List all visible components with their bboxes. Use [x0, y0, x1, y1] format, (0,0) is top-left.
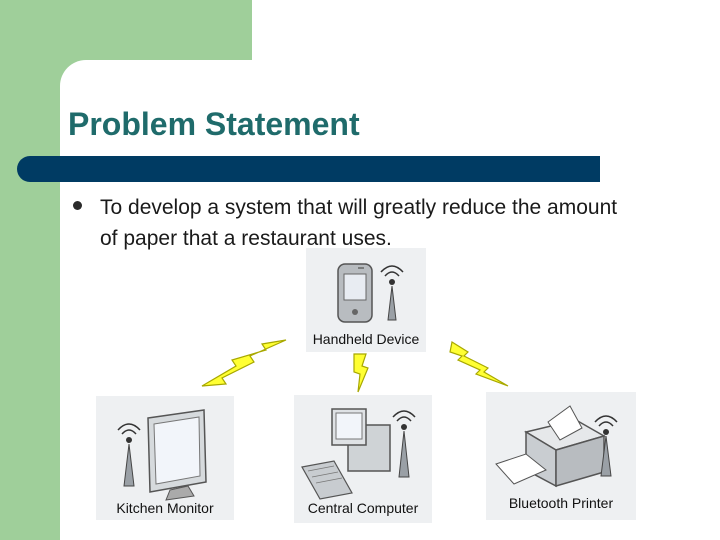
bluetooth-printer-label: Bluetooth Printer	[508, 495, 614, 511]
kitchen-monitor-card: Kitchen Monitor	[96, 396, 234, 520]
handheld-device-label: Handheld Device	[312, 331, 420, 347]
bluetooth-printer-icon	[495, 405, 618, 488]
lightning-bolt-icon-center	[353, 353, 369, 393]
bullet-text: To develop a system that will greatly re…	[100, 196, 618, 250]
bullet-dot	[73, 201, 82, 210]
central-computer-icon	[301, 408, 416, 500]
antenna-icon	[594, 415, 618, 477]
slide-title: Problem Statement	[68, 106, 360, 142]
handheld-device-icon	[337, 263, 404, 323]
kitchen-monitor-label: Kitchen Monitor	[116, 500, 214, 516]
antenna-icon	[117, 423, 141, 487]
lightning-bolt-icon-right	[449, 341, 509, 387]
kitchen-monitor-icon	[117, 409, 207, 501]
antenna-icon	[380, 265, 404, 321]
central-computer-card: Central Computer	[294, 395, 432, 523]
lightning-bolt-icon-left	[201, 339, 287, 387]
handheld-device-card: Handheld Device	[306, 248, 426, 352]
antenna-icon	[392, 410, 416, 478]
bluetooth-printer-card: Bluetooth Printer	[486, 392, 636, 520]
central-computer-label: Central Computer	[307, 500, 419, 516]
title-underline-bar	[17, 156, 600, 182]
